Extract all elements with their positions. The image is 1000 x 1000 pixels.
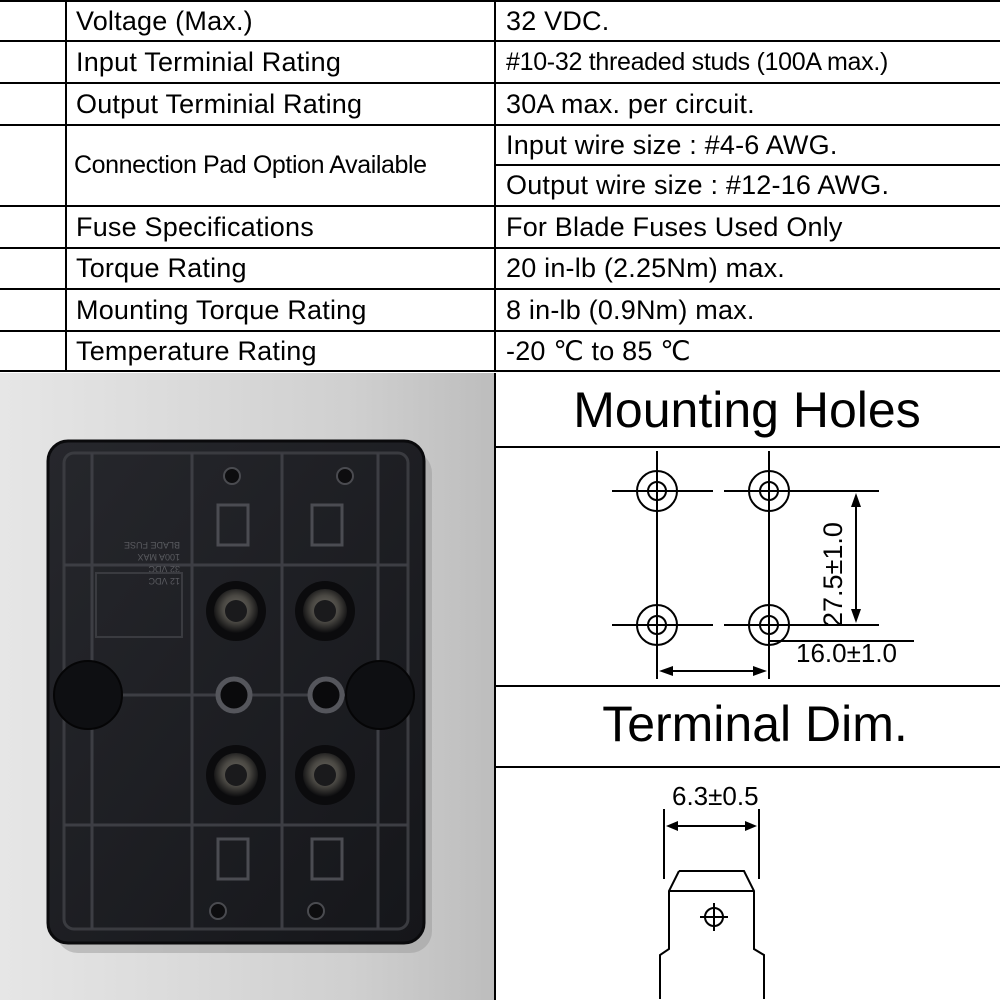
spec-label-voltage: Voltage (Max.): [76, 5, 253, 36]
spec-value-torque: 20 in-lb (2.25Nm) max.: [506, 253, 785, 283]
row-divider: [0, 370, 1000, 372]
row-divider: [0, 124, 1000, 126]
spec-table: Voltage (Max.) 32 VDC. Input Terminial R…: [0, 0, 1000, 372]
spec-value-output-wire: Output wire size : #12-16 AWG.: [506, 170, 890, 200]
terminal-dimension-drawing: 6.3±0.5: [659, 781, 765, 999]
terminal-width-dimension: 6.3±0.5: [672, 781, 759, 811]
side-mount-lug: [53, 660, 123, 730]
spec-value-input-wire: Input wire size : #4-6 AWG.: [506, 129, 838, 160]
terminal-studs: [206, 581, 355, 805]
mounting-width-dimension: 16.0±1.0: [796, 638, 897, 668]
side-mount-lug: [345, 660, 415, 730]
row-divider: [0, 40, 1000, 42]
section-divider: [494, 685, 1000, 687]
embossed-line: 100A MAX: [137, 552, 180, 562]
row-divider: [0, 82, 1000, 84]
section-divider: [494, 446, 1000, 448]
diagram-panel: Mounting Holes: [494, 373, 1000, 1000]
mounting-hole: [636, 470, 678, 512]
mounting-hole: [748, 604, 790, 646]
section-divider: [494, 766, 1000, 768]
mounting-holes-title: Mounting Holes: [573, 382, 921, 438]
spec-value-output-terminal: 30A max. per circuit.: [506, 88, 755, 119]
row-divider: [0, 288, 1000, 290]
mounting-hole: [748, 470, 790, 512]
row-divider: [0, 0, 1000, 2]
row-divider: [0, 247, 1000, 249]
column-divider: [494, 0, 496, 372]
terminal-dim-title: Terminal Dim.: [602, 696, 908, 752]
spec-label-input-terminal: Input Terminial Rating: [76, 46, 342, 77]
embossed-markings: 12 VDC 32 VDC 100A MAX BLADE FUSE: [124, 540, 180, 586]
mounting-hole: [636, 604, 678, 646]
spec-label-torque: Torque Rating: [76, 253, 247, 283]
spec-label-temperature: Temperature Rating: [76, 335, 317, 366]
spec-value-input-terminal: #10-32 threaded studs (100A max.): [506, 47, 889, 76]
embossed-line: BLADE FUSE: [124, 540, 180, 550]
mounting-holes-drawing: 27.5±1.0 16.0±1.0: [612, 451, 914, 679]
mounting-height-dimension: 27.5±1.0: [818, 522, 848, 627]
row-divider: [496, 164, 1000, 166]
row-divider: [0, 205, 1000, 207]
spec-value-mounting-torque: 8 in-lb (0.9Nm) max.: [506, 294, 755, 325]
spec-label-mounting-torque: Mounting Torque Rating: [76, 294, 367, 325]
fuse-block-back-illustration: 12 VDC 32 VDC 100A MAX BLADE FUSE: [46, 439, 432, 953]
spec-value-voltage: 32 VDC.: [506, 5, 610, 36]
spec-label-output-terminal: Output Terminial Rating: [76, 88, 363, 119]
blade-terminal: [659, 870, 765, 999]
spec-value-temperature: -20 ℃ to 85 ℃: [506, 335, 691, 366]
embossed-line: 12 VDC: [148, 576, 180, 586]
embossed-line: 32 VDC: [148, 564, 180, 574]
spec-value-fuse: For Blade Fuses Used Only: [506, 211, 843, 242]
fuse-block-photo: 12 VDC 32 VDC 100A MAX BLADE FUSE: [0, 373, 494, 1000]
column-divider: [65, 0, 67, 372]
spec-label-connection-pad: Connection Pad Option Available: [74, 151, 427, 179]
spec-label-fuse: Fuse Specifications: [76, 211, 314, 242]
row-divider: [0, 330, 1000, 332]
